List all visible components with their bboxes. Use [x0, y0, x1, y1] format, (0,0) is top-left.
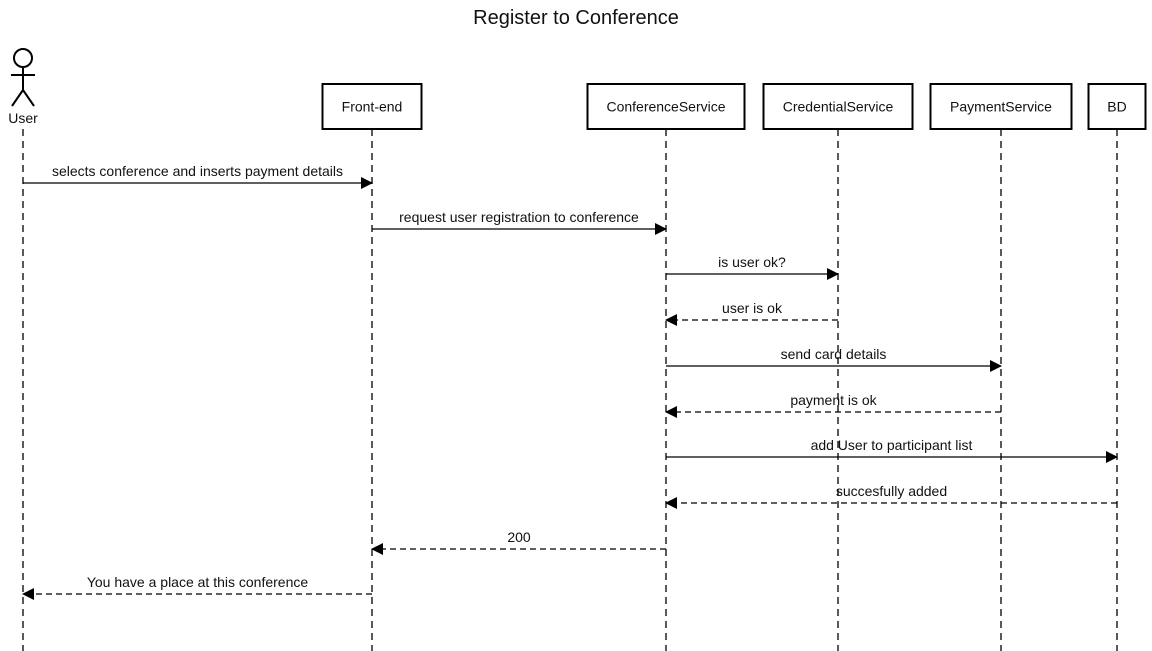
message-3: is user ok? — [666, 254, 839, 280]
participant-box — [586, 83, 746, 130]
return-message-4: user is ok — [665, 300, 838, 326]
return-message-6: payment is ok — [665, 392, 1001, 418]
message-7: add User to participant list — [666, 437, 1118, 463]
diagram-title: Register to Conference — [473, 7, 679, 29]
message-5: send card details — [666, 346, 1002, 372]
message-label: is user ok? — [718, 254, 786, 270]
message-label: user is ok — [722, 300, 783, 316]
message-label: You have a place at this conference — [87, 574, 309, 590]
lifelines — [22, 129, 1118, 651]
participant-label: CredentialService — [783, 99, 894, 115]
participant-frontend: Front-end — [321, 83, 423, 130]
message-1: selects conference and inserts payment d… — [23, 163, 373, 189]
participant-payment: PaymentService — [929, 83, 1073, 130]
participant-label: Front-end — [342, 99, 403, 115]
participants: User Front-end ConferenceService Credential… — [8, 48, 1147, 130]
return-message-8: succesfully added — [665, 483, 1117, 509]
participant-box — [1087, 83, 1147, 130]
participant-conference: ConferenceService — [586, 83, 746, 130]
actor-label: User — [8, 110, 38, 126]
message-label: selects conference and inserts payment d… — [52, 163, 343, 179]
message-label: 200 — [507, 529, 531, 545]
message-label: send card details — [781, 346, 887, 362]
participant-label: BD — [1107, 99, 1126, 115]
participant-box — [762, 83, 914, 130]
message-2: request user registration to conference — [372, 209, 667, 235]
message-label: request user registration to conference — [399, 209, 639, 225]
participant-credential: CredentialService — [762, 83, 914, 130]
message-label: payment is ok — [790, 392, 877, 408]
participant-bd: BD — [1087, 83, 1147, 130]
participant-box — [929, 83, 1073, 130]
stick-figure-icon — [11, 48, 35, 107]
participant-label: PaymentService — [950, 99, 1052, 115]
participant-label: ConferenceService — [606, 99, 725, 115]
return-message-9: 200 — [371, 529, 666, 555]
participant-box — [321, 83, 423, 130]
return-message-10: You have a place at this conference — [22, 574, 372, 600]
messages: selects conference and inserts payment d… — [22, 163, 1118, 600]
message-label: add User to participant list — [811, 437, 973, 453]
message-label: succesfully added — [836, 483, 947, 499]
